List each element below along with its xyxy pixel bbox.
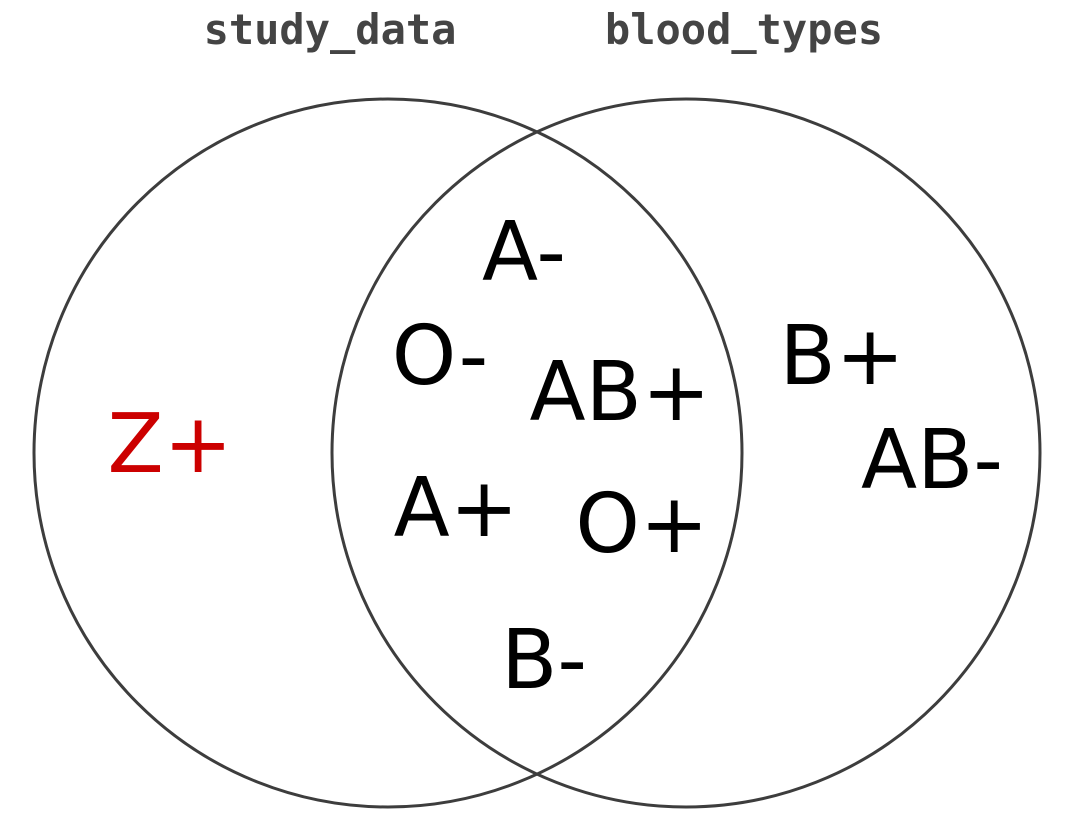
intersection-element: B-: [501, 613, 587, 708]
intersection-element: AB+: [529, 345, 710, 440]
right-set-circle: [330, 97, 1042, 809]
intersection-element: O+: [575, 477, 708, 572]
left-set-circle: [32, 97, 744, 809]
set-elements: Z+ A-O- AB+A+ O+ B- B+AB-: [108, 205, 1003, 708]
left-only-element: Z+: [108, 397, 233, 492]
intersection-element: A-: [482, 205, 566, 300]
intersection-element: O-: [392, 309, 488, 404]
intersection-element: A+: [394, 461, 519, 556]
right-set-title: blood_types: [605, 5, 883, 54]
right-only-element: AB-: [861, 413, 1003, 508]
right-only-element: B+: [780, 309, 905, 404]
left-set-title: study_data: [204, 5, 457, 54]
